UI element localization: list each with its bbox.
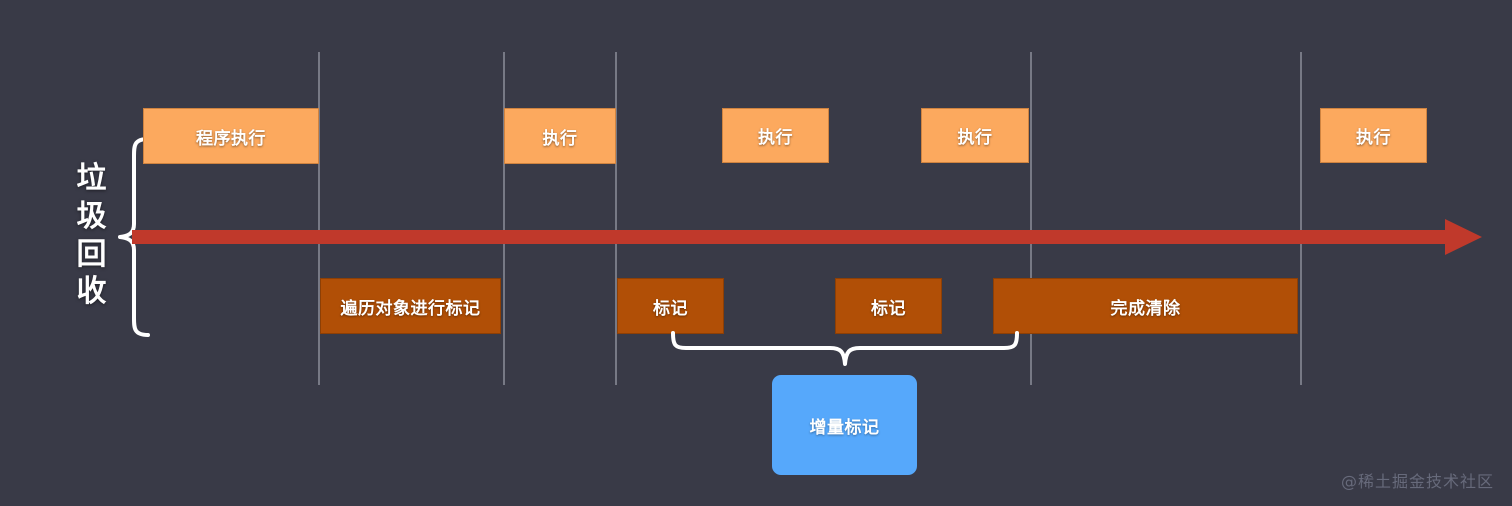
execution-box-1[interactable]: 执行 bbox=[504, 108, 616, 164]
marking-box-2[interactable]: 标记 bbox=[835, 278, 942, 334]
garbage-collection-label-char: 收 bbox=[76, 274, 108, 310]
divider-3 bbox=[615, 52, 617, 385]
marking-box-1[interactable]: 标记 bbox=[617, 278, 724, 334]
garbage-collection-label-char: 回 bbox=[76, 236, 108, 272]
execution-box-4[interactable]: 执行 bbox=[1320, 108, 1427, 163]
watermark: @稀土掘金技术社区 bbox=[1340, 472, 1494, 491]
divider-2 bbox=[503, 52, 505, 385]
execution-box-2[interactable]: 执行 bbox=[722, 108, 829, 163]
incremental-marking-callout[interactable]: 增量标记 bbox=[772, 375, 917, 475]
execution-box-label: 程序执行 bbox=[196, 128, 266, 149]
execution-box-label: 执行 bbox=[957, 128, 993, 148]
divider-1 bbox=[318, 52, 320, 385]
divider-4 bbox=[1030, 52, 1032, 385]
execution-box-label: 执行 bbox=[1356, 128, 1391, 148]
incremental-marking-brace bbox=[670, 331, 1020, 375]
marking-box-0[interactable]: 遍历对象进行标记 bbox=[320, 278, 501, 334]
garbage-collection-label: 垃圾回收 bbox=[68, 160, 116, 311]
divider-5 bbox=[1300, 52, 1302, 385]
execution-box-label: 执行 bbox=[542, 128, 578, 149]
marking-box-label: 完成清除 bbox=[1110, 298, 1181, 319]
marking-box-3[interactable]: 完成清除 bbox=[993, 278, 1298, 334]
program-timeline-arrow bbox=[130, 218, 1490, 256]
execution-box-label: 执行 bbox=[758, 128, 793, 148]
marking-box-label: 标记 bbox=[653, 298, 688, 319]
execution-box-3[interactable]: 执行 bbox=[921, 108, 1029, 163]
execution-box-0[interactable]: 程序执行 bbox=[143, 108, 319, 164]
garbage-collection-brace bbox=[116, 136, 150, 338]
garbage-collection-label-char: 垃 bbox=[76, 161, 108, 196]
marking-box-label: 标记 bbox=[871, 298, 906, 319]
marking-box-label: 遍历对象进行标记 bbox=[340, 298, 481, 319]
garbage-collection-label-char: 圾 bbox=[76, 198, 108, 234]
